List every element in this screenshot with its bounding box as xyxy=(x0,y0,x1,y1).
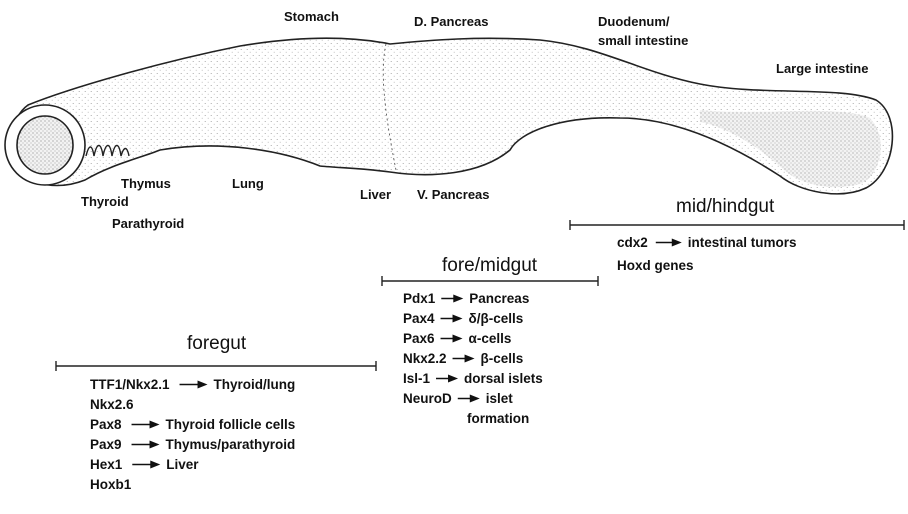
gene-label: Isl-1 xyxy=(403,371,431,386)
target-label: β-cells xyxy=(481,351,524,366)
gene-label: Nkx2.2 xyxy=(403,351,447,366)
arrowhead-icon xyxy=(465,355,475,363)
foremidgut-bar xyxy=(382,276,598,286)
target-label: δ/β-cells xyxy=(469,311,524,326)
target-label: Pancreas xyxy=(469,291,529,306)
target-label: Thyroid/lung xyxy=(214,377,296,392)
target-label: Thymus/parathyroid xyxy=(166,437,296,452)
label-d-pancreas: D. Pancreas xyxy=(414,14,488,29)
label-thyroid: Thyroid xyxy=(81,194,129,209)
midhindgut-title: mid/hindgut xyxy=(676,196,775,217)
gene-label: Pax6 xyxy=(403,331,435,346)
gene-label: Pdx1 xyxy=(403,291,436,306)
label-liver: Liver xyxy=(360,187,391,202)
gene-label: Hex1 xyxy=(90,457,123,472)
foremidgut-title: fore/midgut xyxy=(442,255,538,276)
label-duodenum-1: Duodenum/ xyxy=(598,14,670,29)
foregut-title: foregut xyxy=(187,333,247,354)
arrowhead-icon xyxy=(453,335,463,343)
arrowhead-icon xyxy=(672,239,682,247)
target-label: dorsal islets xyxy=(464,371,543,386)
gene-label: Hoxb1 xyxy=(90,477,132,492)
arrowhead-icon xyxy=(150,461,160,469)
arrowhead-icon xyxy=(453,315,463,323)
target-label: α-cells xyxy=(469,331,512,346)
arrowhead-icon xyxy=(198,381,208,389)
gene-label: Pax9 xyxy=(90,437,122,452)
target-label-continued: formation xyxy=(467,411,529,426)
target-label: islet xyxy=(486,391,514,406)
label-thymus: Thymus xyxy=(121,176,171,191)
label-stomach: Stomach xyxy=(284,9,339,24)
arrowhead-icon xyxy=(470,395,480,403)
gene-label: Nkx2.6 xyxy=(90,397,134,412)
label-v-pancreas: V. Pancreas xyxy=(417,187,490,202)
gene-label: Pax8 xyxy=(90,417,122,432)
gene-label: Hoxd genes xyxy=(617,258,694,273)
arrowhead-icon xyxy=(150,441,160,449)
gene-label: Pax4 xyxy=(403,311,435,326)
target-label: intestinal tumors xyxy=(688,235,797,250)
target-label: Liver xyxy=(166,457,199,472)
label-parathyroid: Parathyroid xyxy=(112,216,184,231)
gene-label: cdx2 xyxy=(617,235,648,250)
arrowhead-icon xyxy=(448,375,458,383)
label-large-intestine: Large intestine xyxy=(776,61,868,76)
arrowhead-icon xyxy=(453,295,463,303)
gene-label: TTF1/Nkx2.1 xyxy=(90,377,170,392)
label-duodenum-2: small intestine xyxy=(598,33,688,48)
foregut-bar xyxy=(56,361,376,371)
gene-label: NeuroD xyxy=(403,391,452,406)
label-lung: Lung xyxy=(232,176,264,191)
target-label: Thyroid follicle cells xyxy=(166,417,296,432)
pharynx-inner-lumen xyxy=(17,116,73,174)
arrowhead-icon xyxy=(150,421,160,429)
midhindgut-bar xyxy=(570,220,904,230)
